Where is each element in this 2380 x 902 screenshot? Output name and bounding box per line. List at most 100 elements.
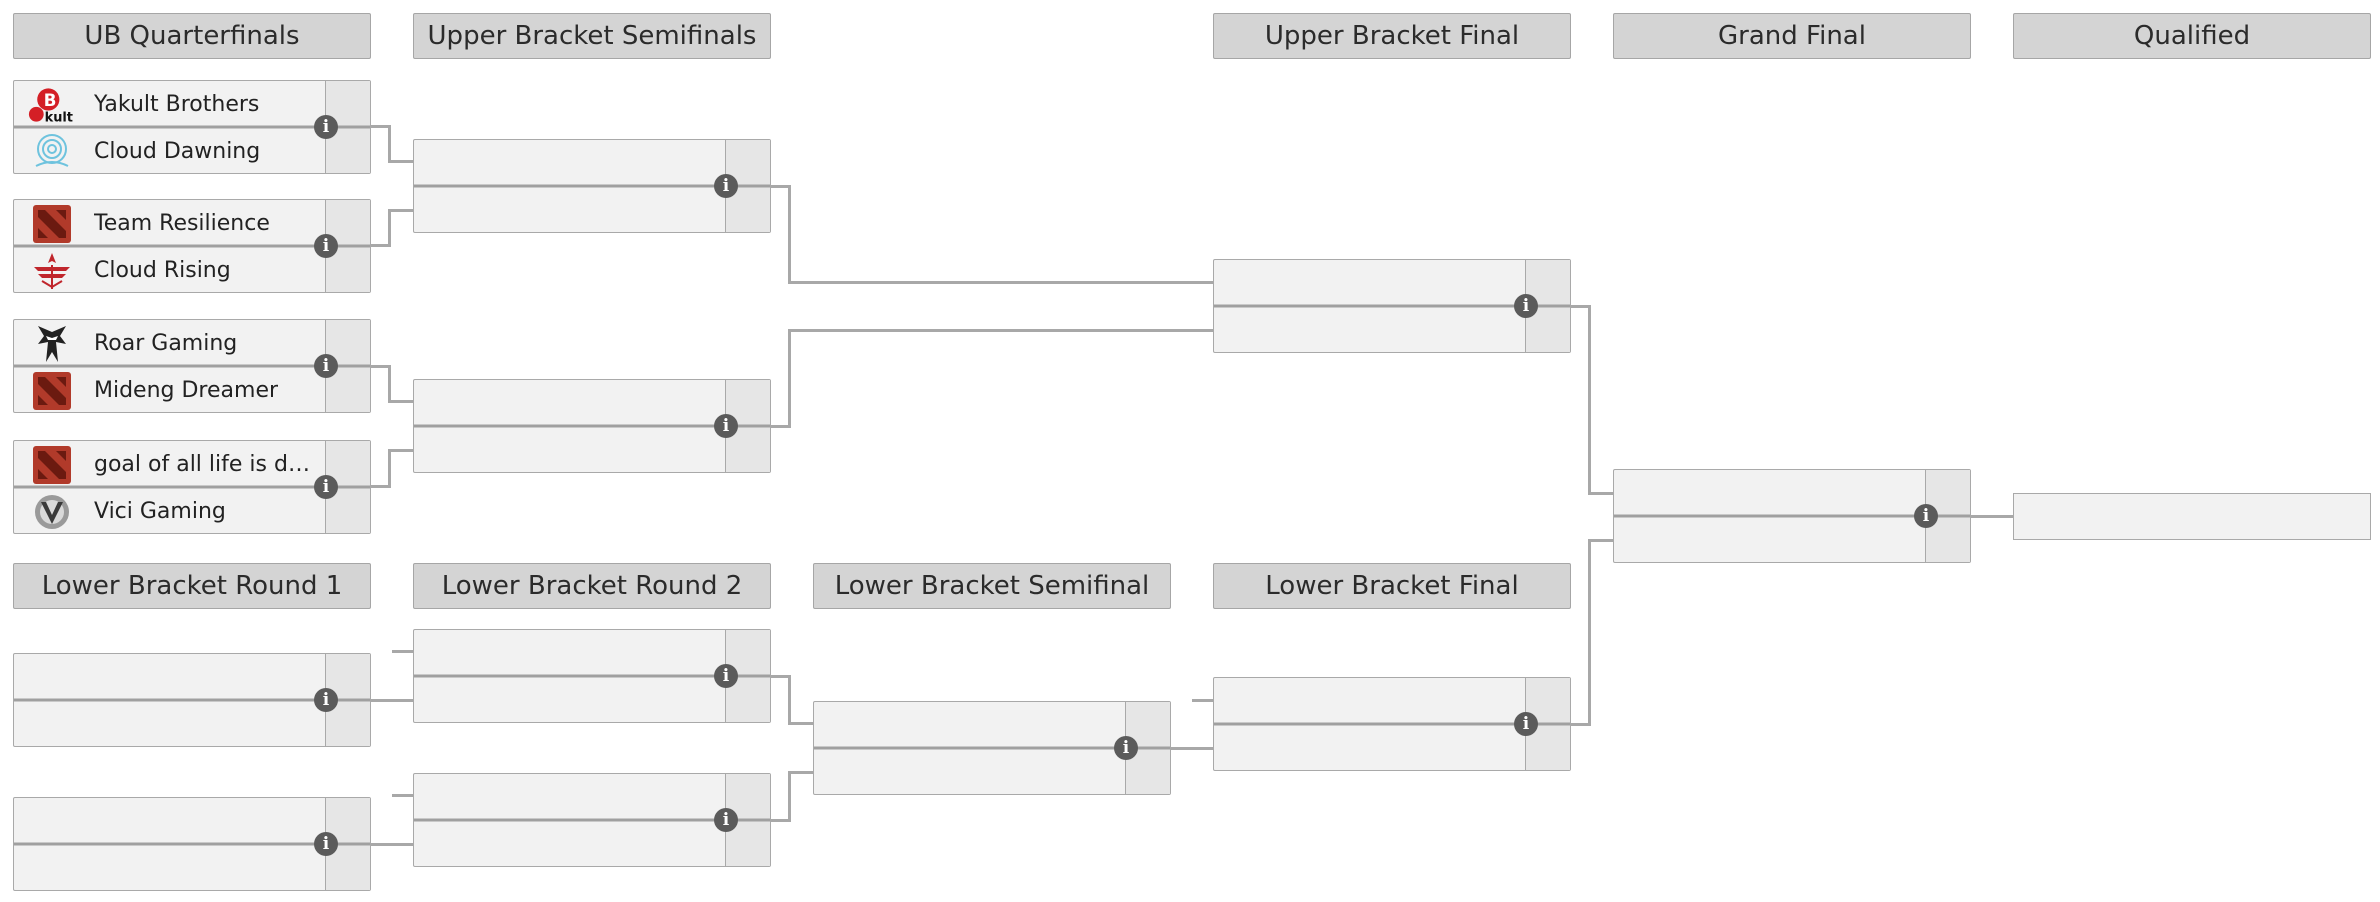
team-row[interactable]: Cloud Dawning: [14, 128, 326, 175]
match-info-icon[interactable]: i: [314, 115, 338, 139]
team-name: Cloud Dawning: [94, 139, 261, 164]
connector: [788, 771, 791, 822]
ub-qf-match-1[interactable]: B kult Yakult Brothers Cloud Dawning: [13, 80, 371, 174]
connector: [771, 425, 791, 428]
lb-sf-match[interactable]: [813, 701, 1171, 795]
match-info-icon[interactable]: i: [714, 174, 738, 198]
connector: [371, 125, 391, 128]
connector: [388, 209, 391, 247]
lb-final-match[interactable]: [1213, 677, 1571, 771]
connector: [371, 244, 391, 247]
match-divider: [1614, 514, 1970, 518]
roar-gaming-logo: [28, 324, 76, 364]
ub-qf-match-4[interactable]: goal of all life is dea... Vici Gaming: [13, 440, 371, 534]
connector: [771, 185, 791, 188]
header-ub-semifinals: Upper Bracket Semifinals: [413, 13, 771, 59]
match-info-icon[interactable]: i: [1914, 504, 1938, 528]
header-lb-round1: Lower Bracket Round 1: [13, 563, 371, 609]
match-info-icon[interactable]: i: [314, 832, 338, 856]
header-grand-final: Grand Final: [1613, 13, 1971, 59]
match-divider: [414, 674, 770, 678]
lb-r2-match-2[interactable]: [413, 773, 771, 867]
cloud-rising-logo: [28, 251, 76, 291]
match-divider: [14, 842, 370, 846]
ub-sf-match-1[interactable]: [413, 139, 771, 233]
grand-final-match[interactable]: [1613, 469, 1971, 563]
connector: [371, 843, 413, 846]
team-name: Yakult Brothers: [94, 92, 260, 117]
match-info-icon[interactable]: i: [314, 475, 338, 499]
vici-gaming-logo: [28, 492, 76, 532]
connector: [1971, 515, 2013, 518]
dota2-logo: [28, 371, 76, 411]
match-divider: [414, 184, 770, 188]
header-lb-final: Lower Bracket Final: [1213, 563, 1571, 609]
team-row[interactable]: Team Resilience: [14, 200, 326, 247]
connector: [371, 365, 391, 368]
match-info-icon[interactable]: i: [314, 234, 338, 258]
header-ub-final: Upper Bracket Final: [1213, 13, 1571, 59]
team-row[interactable]: Vici Gaming: [14, 488, 326, 535]
header-qualified: Qualified: [2013, 13, 2371, 59]
match-info-icon[interactable]: i: [314, 354, 338, 378]
team-row[interactable]: Mideng Dreamer: [14, 367, 326, 414]
match-divider: [14, 244, 370, 248]
connector: [1571, 723, 1591, 726]
connector: [388, 125, 391, 163]
connector-stub: [392, 794, 413, 797]
connector: [388, 449, 391, 488]
cloud-dawning-logo: [28, 132, 76, 172]
connector: [1588, 492, 1613, 495]
match-info-icon[interactable]: i: [314, 688, 338, 712]
connector: [388, 160, 413, 163]
lb-r1-match-1[interactable]: [13, 653, 371, 747]
connector: [388, 209, 413, 212]
connector: [788, 281, 1213, 284]
match-info-icon[interactable]: i: [1514, 712, 1538, 736]
team-row[interactable]: goal of all life is dea...: [14, 441, 326, 488]
connector: [388, 449, 413, 452]
dota2-logo: [28, 204, 76, 244]
ub-qf-match-2[interactable]: Team Resilience Cloud Rising: [13, 199, 371, 293]
match-divider: [414, 818, 770, 822]
svg-text:kult: kult: [45, 110, 73, 124]
match-info-icon[interactable]: i: [714, 664, 738, 688]
lb-r1-match-2[interactable]: [13, 797, 371, 891]
team-name: Cloud Rising: [94, 258, 231, 283]
match-info-icon[interactable]: i: [714, 808, 738, 832]
match-divider: [14, 364, 370, 368]
connector: [371, 485, 391, 488]
match-info-icon[interactable]: i: [1514, 294, 1538, 318]
ub-qf-match-3[interactable]: Roar Gaming Mideng Dreamer: [13, 319, 371, 413]
team-row[interactable]: Roar Gaming: [14, 320, 326, 367]
team-name: Roar Gaming: [94, 331, 238, 356]
yakult-brothers-logo: B kult: [28, 85, 76, 125]
match-info-icon[interactable]: i: [1114, 736, 1138, 760]
connector: [771, 819, 791, 822]
team-row[interactable]: Cloud Rising: [14, 247, 326, 294]
header-lb-round2: Lower Bracket Round 2: [413, 563, 771, 609]
ub-sf-match-2[interactable]: [413, 379, 771, 473]
connector: [788, 185, 791, 284]
connector: [388, 400, 413, 403]
connector: [1588, 539, 1591, 726]
connector: [1571, 305, 1591, 308]
connector: [1171, 747, 1213, 750]
connector: [1588, 305, 1591, 495]
match-divider: [414, 424, 770, 428]
connector: [771, 675, 791, 678]
match-info-icon[interactable]: i: [714, 414, 738, 438]
header-ub-quarterfinals: UB Quarterfinals: [13, 13, 371, 59]
match-divider: [14, 485, 370, 489]
lb-r2-match-1[interactable]: [413, 629, 771, 723]
connector: [388, 365, 391, 403]
header-lb-semifinal: Lower Bracket Semifinal: [813, 563, 1171, 609]
match-divider: [814, 746, 1170, 750]
team-row[interactable]: B kult Yakult Brothers: [14, 81, 326, 128]
team-name: Vici Gaming: [94, 499, 226, 524]
ub-final-match[interactable]: [1213, 259, 1571, 353]
connector-stub: [392, 650, 413, 653]
connector: [788, 329, 791, 428]
connector: [788, 329, 1213, 332]
